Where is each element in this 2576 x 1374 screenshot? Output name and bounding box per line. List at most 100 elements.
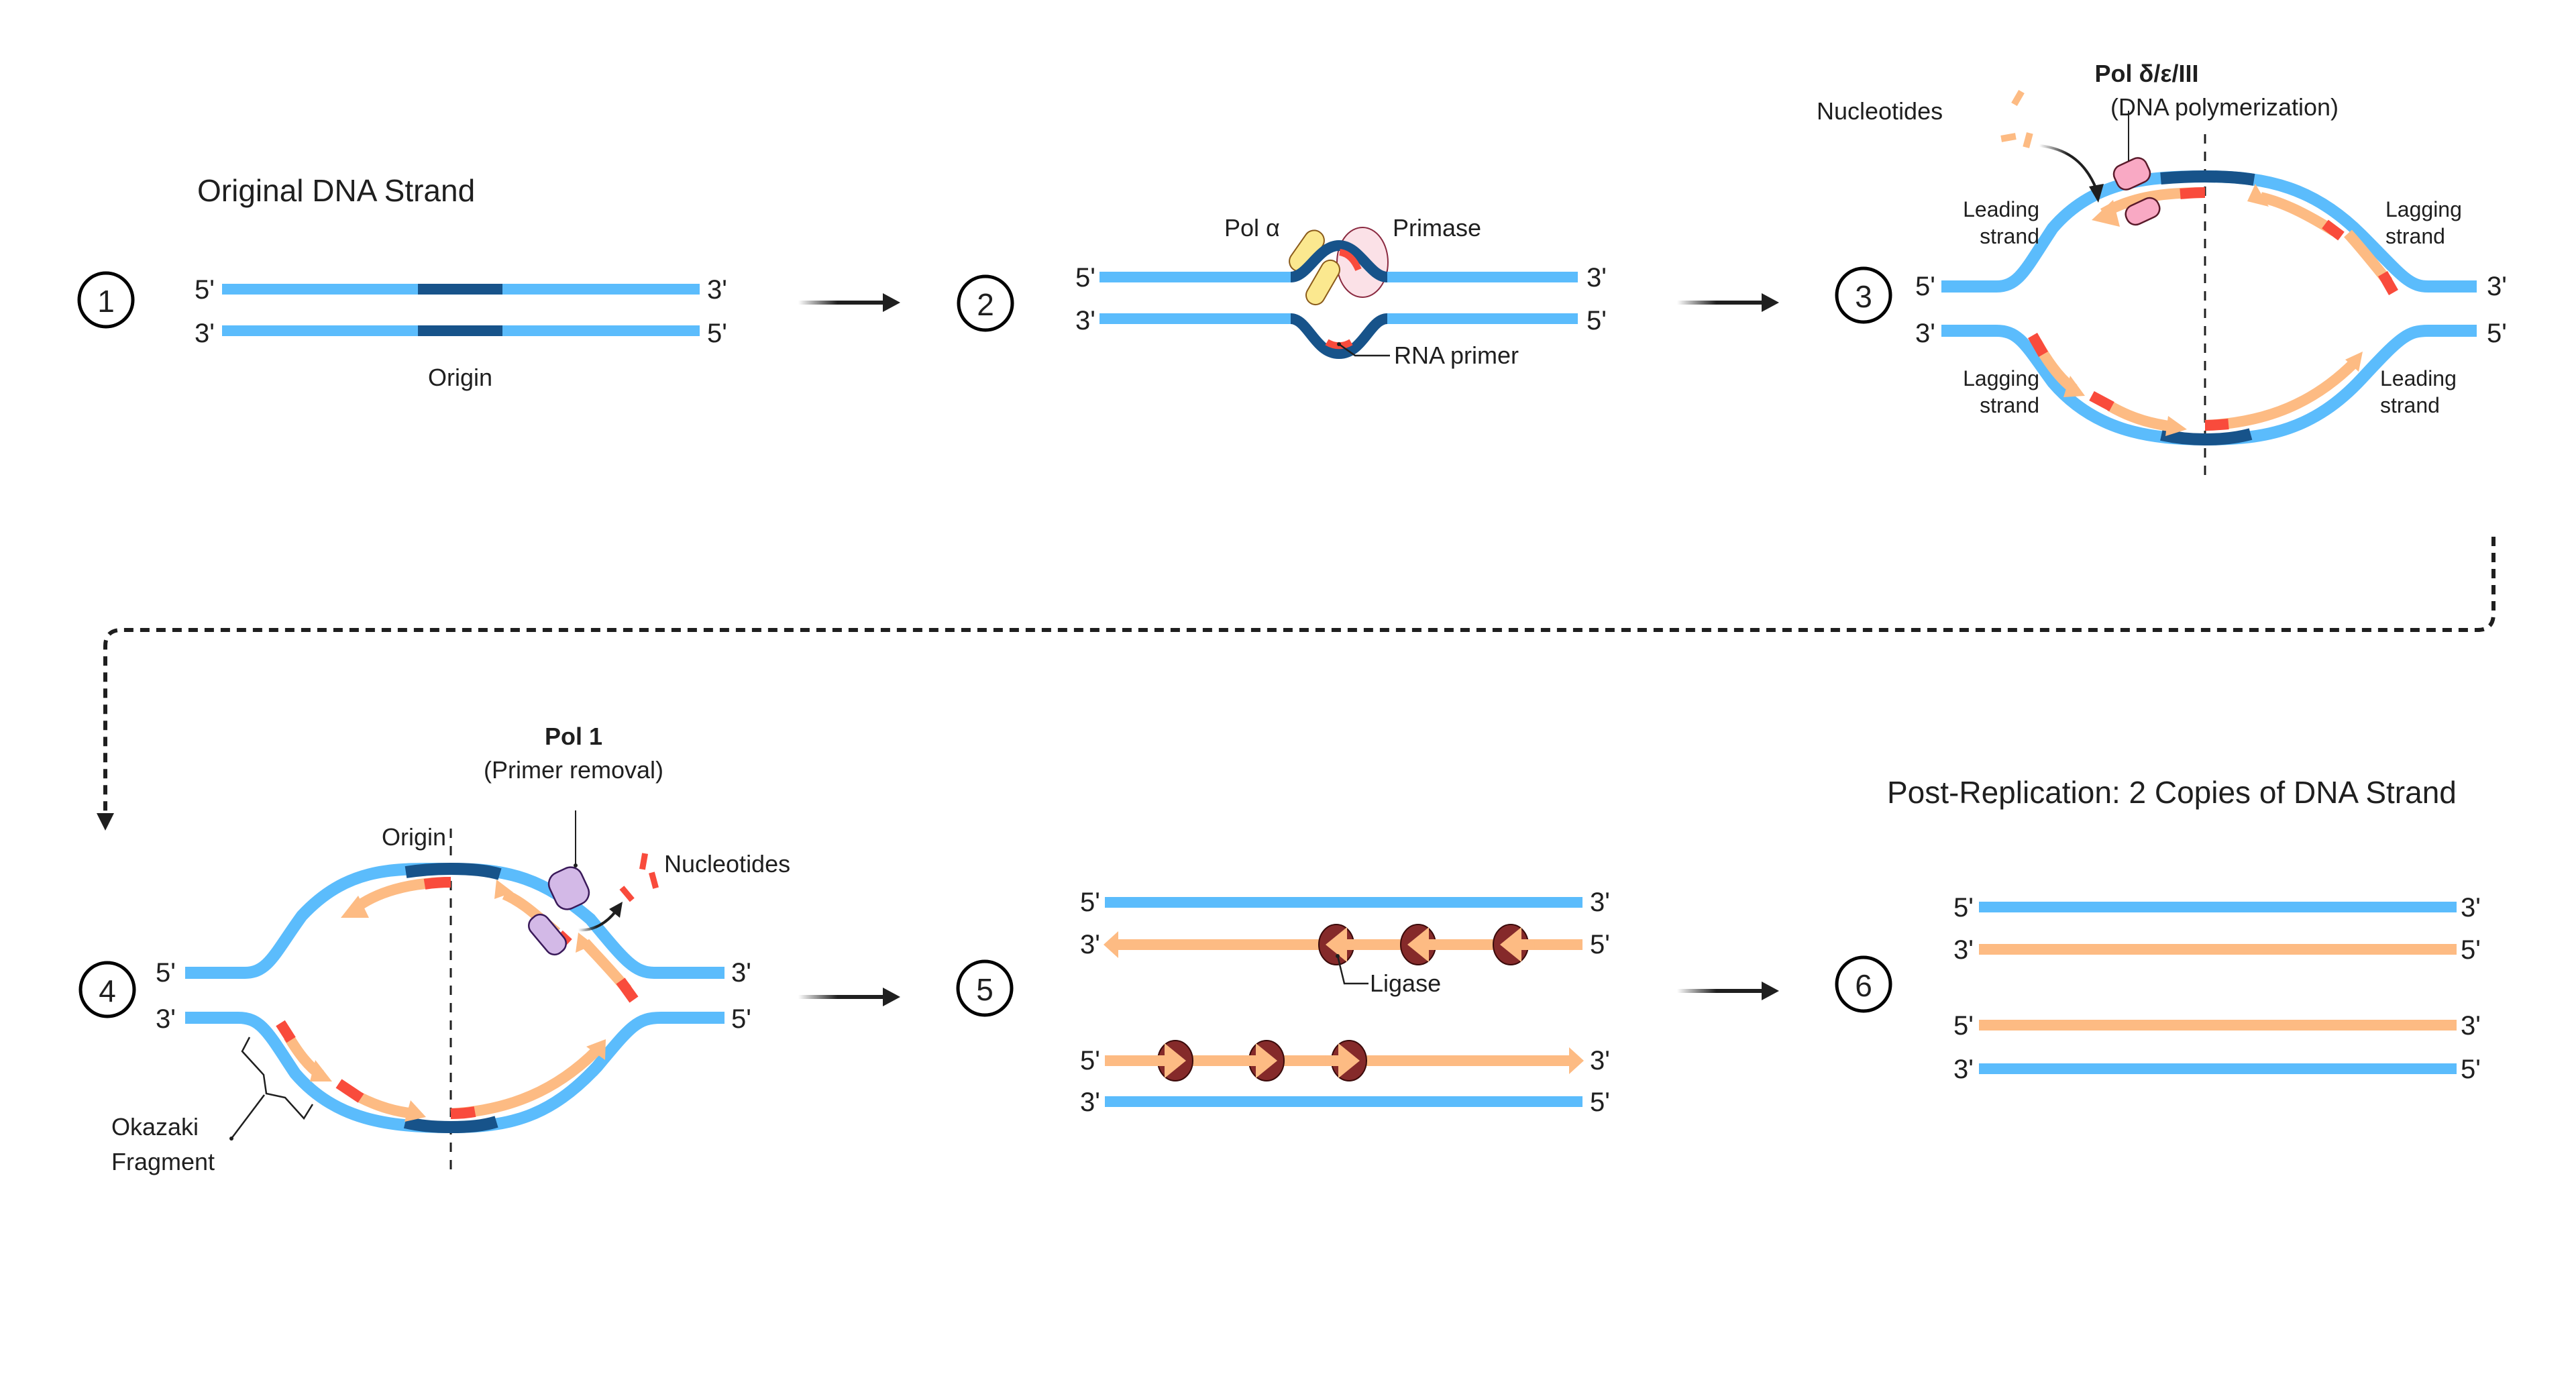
end-label: 3' <box>1953 935 1974 965</box>
step-5-badge <box>956 959 1014 1017</box>
rna-primer <box>2322 219 2345 241</box>
strand-type-label: Lagging <box>1963 366 2039 390</box>
removed-nucleotide-curve <box>578 910 617 932</box>
okazaki-label: Fragment <box>111 1148 215 1175</box>
end-label: 3' <box>1075 306 1095 335</box>
step-1-title: Original DNA Strand <box>197 173 475 208</box>
end-label: 5' <box>1915 272 1935 301</box>
end-label: 5' <box>2461 935 2481 965</box>
nucleotide-icon <box>619 886 635 902</box>
chevron-left-icon <box>1407 927 1442 962</box>
end-label: 3' <box>195 319 215 348</box>
pol-1-label: Pol 1 <box>545 723 602 750</box>
ligase-enzyme <box>1493 924 1535 965</box>
step-3-number: 3 <box>1855 279 1872 314</box>
rna-primer <box>450 1106 476 1119</box>
end-label: 5' <box>1075 263 1095 293</box>
origin-segment-bottom <box>2160 428 2253 446</box>
flow-connector-3-4 <box>97 537 2496 831</box>
end-label: 5' <box>707 319 727 348</box>
end-label: 5' <box>2487 319 2507 348</box>
end-label: 3' <box>1915 319 1935 348</box>
origin-bubble-top <box>1289 240 1389 282</box>
end-label: 3' <box>707 275 727 305</box>
okazaki-leader-line <box>231 1094 265 1139</box>
okazaki-arrowhead <box>576 933 594 953</box>
strand-type-label: Leading <box>2380 366 2457 390</box>
ligase-enzyme <box>1400 924 1442 965</box>
pol-alpha-label: Pol α <box>1224 214 1280 242</box>
end-label: 3' <box>1080 930 1100 959</box>
flow-arrow-5-6 <box>1677 982 1779 1000</box>
ligase-row-top <box>1318 924 1535 965</box>
arrow-head-icon <box>2089 184 2104 203</box>
ligase-row-bottom <box>1151 1040 1367 1081</box>
end-label: 3' <box>1080 1088 1100 1117</box>
nucleotide-icon <box>639 853 649 870</box>
strand-type-label: strand <box>2385 224 2445 248</box>
rna-primer <box>2378 271 2398 295</box>
strand-type-label: Lagging <box>2385 197 2462 221</box>
end-label: 3' <box>2487 272 2507 301</box>
nucleotide-icon <box>2000 133 2017 142</box>
end-label: 5' <box>1953 1011 1974 1041</box>
parent-strand-top <box>185 862 724 979</box>
primase-label: Primase <box>1393 214 1481 242</box>
step-2: 2 5' 3' 3' 5' Pol α Primase RNA primer <box>957 214 1607 369</box>
okazaki-pointer-dot <box>229 1137 233 1141</box>
end-label: 5' <box>1587 306 1607 335</box>
end-label: 3' <box>2461 893 2481 922</box>
arrow-head-icon <box>883 988 900 1006</box>
rna-primer <box>276 1020 296 1043</box>
okazaki-arrowhead <box>2247 184 2269 207</box>
parent-strand <box>1979 1063 2457 1074</box>
okazaki-arrowhead <box>310 1060 332 1081</box>
flow-arrow-4-5 <box>798 988 900 1006</box>
step-6-badge <box>1835 955 1892 1013</box>
step-5-number: 5 <box>976 972 994 1007</box>
end-label: 3' <box>2461 1011 2481 1041</box>
origin-segment-bottom <box>403 1116 498 1134</box>
arrow-head-icon <box>609 902 623 918</box>
pol-delta-role: (DNA polymerization) <box>2110 93 2339 121</box>
okazaki-bracket <box>241 1037 314 1120</box>
pol-delta-label: Pol δ/ε/III <box>2095 60 2199 87</box>
chevron-right-icon <box>1151 1043 1186 1078</box>
nucleotide-incoming-arrow <box>2039 144 2098 190</box>
ligase-enzyme <box>1151 1040 1193 1081</box>
end-label: 5' <box>1953 893 1974 922</box>
leading-strand-bottom <box>2204 358 2359 431</box>
strand-type-label: strand <box>1980 393 2039 417</box>
rna-primer <box>423 877 451 890</box>
pol-delta-enzyme-lower <box>2125 197 2161 226</box>
new-strand-arrowhead <box>586 1039 606 1060</box>
origin-segment-bottom <box>418 325 502 336</box>
pol-delta-enzyme-upper <box>2112 157 2151 191</box>
strand-type-label: strand <box>1980 224 2039 248</box>
parent-strand-bottom-left <box>1099 313 1291 324</box>
ligase-leader-line <box>1336 955 1368 985</box>
flow-arrow-1-2 <box>798 293 900 312</box>
rna-primer-leader-line <box>1338 343 1390 357</box>
parent-strand-top <box>1105 897 1582 908</box>
chevron-right-icon <box>1325 1043 1360 1078</box>
rna-primer-label: RNA primer <box>1394 341 1519 369</box>
end-label: 5' <box>1080 1046 1100 1075</box>
new-strand-arrowhead <box>341 896 369 918</box>
step-4-badge <box>78 961 136 1018</box>
chevron-right-icon <box>1242 1043 1277 1078</box>
origin-label: Origin <box>382 823 446 851</box>
ligase-enzyme <box>1325 1040 1367 1081</box>
end-label: 5' <box>2461 1055 2481 1084</box>
pol-1-enzyme-upper <box>547 866 590 910</box>
okazaki-label: Okazaki <box>111 1113 199 1141</box>
step-1: 1 Original DNA Strand 5' 3' 3' 5' Origin <box>77 173 727 391</box>
rna-primer <box>616 977 639 1003</box>
step-2-badge <box>957 274 1014 332</box>
rna-primer-top <box>1338 249 1362 272</box>
origin-segment-top <box>2160 170 2255 186</box>
new-strand-arrowhead <box>1569 1047 1584 1074</box>
step-1-number: 1 <box>97 284 115 319</box>
ligase-enzyme <box>1242 1040 1285 1081</box>
